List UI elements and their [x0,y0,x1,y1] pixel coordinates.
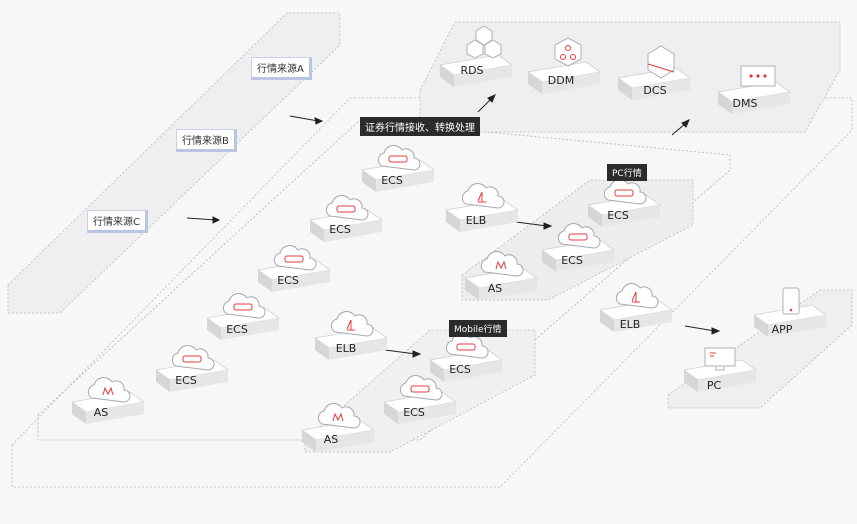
dms-label: DMS [732,97,758,110]
ecs-cloud-icon [222,293,266,319]
ecs-label: ECS [607,209,629,222]
outer-region [11,97,853,488]
rds-label: RDS [460,64,484,77]
ecs-label: ECS [226,323,248,336]
dcs-label: DCS [643,84,667,97]
elb-cloud-icon [615,283,659,309]
ecs-label: ECS [175,374,197,387]
ecs-label: ECS [329,223,351,236]
elb-cloud-icon [330,311,374,337]
ecs-label: ECS [403,406,425,419]
as-label: AS [93,406,109,419]
as-cloud-icon [87,377,131,403]
dms-icon [740,65,776,87]
source-label-a: 行情来源A [251,57,312,80]
as-label: AS [323,433,339,446]
app-label: APP [771,323,793,336]
ecs-cloud-icon [557,223,601,249]
elb-cloud-icon [461,183,505,209]
ecs-label: ECS [449,363,471,376]
pc-group-tag: PC行情 [607,164,647,181]
ddm-label: DDM [547,74,575,87]
ecs-cloud-icon [445,333,489,359]
arrows [186,94,721,358]
as-cloud-icon [317,403,361,429]
elb-label: ELB [335,342,357,355]
source-panel [7,12,341,314]
ecs-cloud-icon [399,375,443,401]
as-cloud-icon [480,251,524,277]
source-label-c: 行情来源C [87,210,148,233]
ecs-cloud-icon [171,345,215,371]
rds-icon [466,25,502,59]
ecs-label: ECS [277,274,299,287]
elb-label: ELB [619,318,641,331]
ecs-label: ECS [381,174,403,187]
ecs-cloud-icon [273,245,317,271]
elb-label: ELB [465,214,487,227]
dcs-icon [647,45,675,79]
pc-label: PC [706,379,722,392]
ecs-cloud-icon [603,179,647,205]
as-label: AS [487,282,503,295]
ecs-cloud-icon [325,195,369,221]
monitor-icon [704,347,736,371]
ecs-label: ECS [561,254,583,267]
main-group-tag: 证券行情接收、转换处理 [360,117,480,136]
mobile-group-tag: Mobile行情 [449,320,507,337]
ddm-icon [554,37,582,67]
source-label-b: 行情来源B [176,129,237,152]
ecs-cloud-icon [377,145,421,171]
phone-icon [782,287,800,315]
